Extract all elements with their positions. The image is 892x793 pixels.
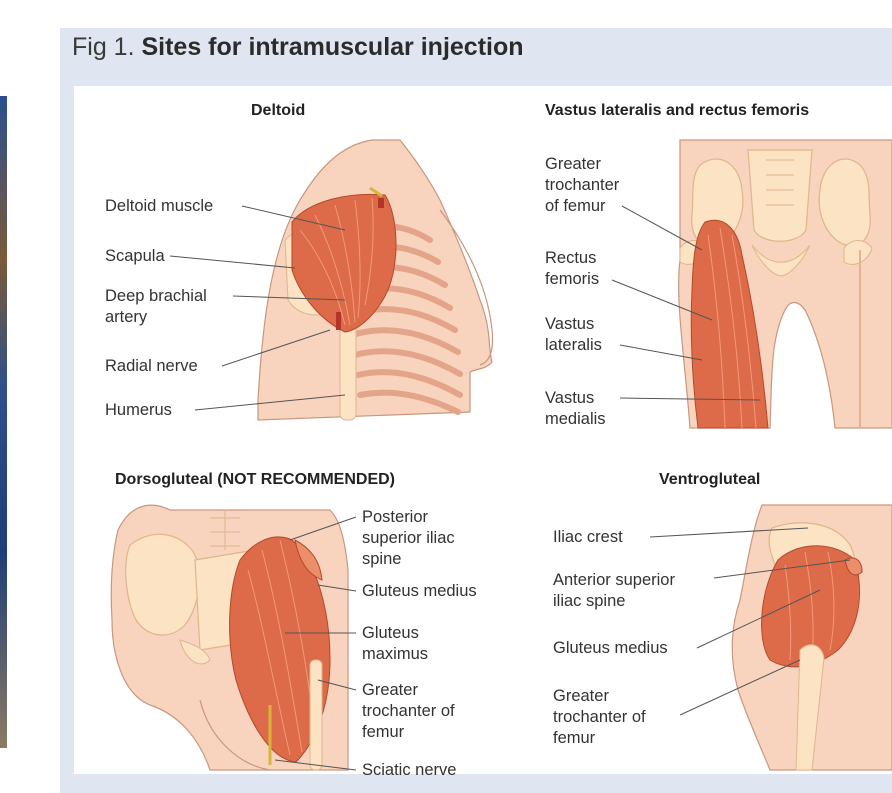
vastus-panel-title: Vastus lateralis and rectus femoris (545, 102, 809, 120)
label-gluteus-medius-dorso: Gluteus medius (362, 581, 477, 602)
vastus-illustration (679, 140, 892, 428)
label-deep-brachial-artery: Deep brachial artery (105, 286, 207, 328)
label-greater-trochanter-vastus: Greater trochanter of femur (545, 154, 619, 217)
label-gluteus-maximus: Gluteus maximus (362, 623, 428, 665)
label-deltoid-muscle: Deltoid muscle (105, 196, 213, 217)
label-iliac-crest: Iliac crest (553, 527, 623, 548)
label-vastus-medialis: Vastus medialis (545, 388, 606, 430)
label-anterior-superior-iliac-spine: Anterior superior iliac spine (553, 570, 675, 612)
label-greater-trochanter-dorso: Greater trochanter of femur (362, 680, 455, 743)
ventrogluteal-panel-title: Ventrogluteal (659, 471, 760, 489)
dorsogluteal-panel-title: Dorsogluteal (NOT RECOMMENDED) (115, 471, 395, 489)
label-humerus: Humerus (105, 400, 172, 421)
label-rectus-femoris: Rectus femoris (545, 248, 599, 290)
deltoid-panel-title: Deltoid (251, 102, 305, 120)
dorsogluteal-illustration (111, 505, 348, 770)
ventrogluteal-illustration (732, 505, 892, 770)
label-sciatic-nerve: Sciatic nerve (362, 760, 456, 781)
label-gluteus-medius-ventro: Gluteus medius (553, 638, 668, 659)
label-greater-trochanter-ventro: Greater trochanter of femur (553, 686, 646, 749)
deltoid-illustration (258, 140, 493, 420)
label-radial-nerve: Radial nerve (105, 356, 198, 377)
label-posterior-superior-iliac-spine: Posterior superior iliac spine (362, 507, 455, 570)
label-scapula: Scapula (105, 246, 165, 267)
label-vastus-lateralis: Vastus lateralis (545, 314, 602, 356)
